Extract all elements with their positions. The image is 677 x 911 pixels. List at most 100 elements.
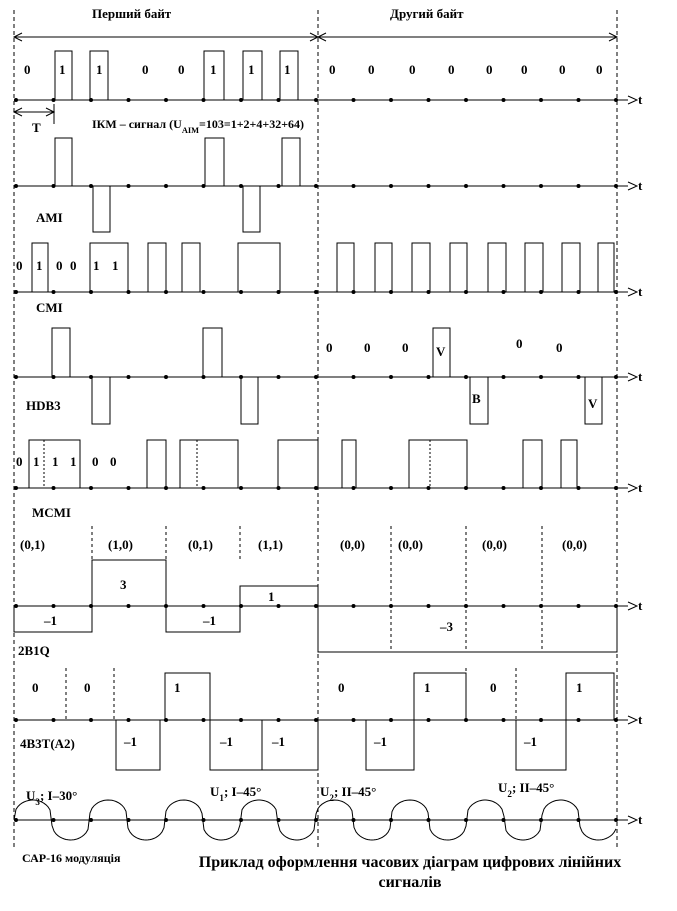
label-period: T	[32, 120, 41, 135]
grid-dot	[51, 604, 56, 608]
grid-dot	[201, 604, 206, 608]
grid-dot	[14, 604, 18, 608]
grid-dot	[426, 98, 431, 102]
cmi-bit: 0	[56, 258, 63, 273]
pcm-pulse	[203, 50, 225, 100]
grid-dot	[89, 486, 93, 490]
pcm-bit: 1	[59, 62, 66, 77]
grid-dot	[126, 604, 131, 608]
hdb3-pulse-pos	[202, 327, 223, 377]
grid-dot	[276, 375, 281, 379]
4b3t-symbol: 0	[84, 680, 91, 695]
grid-dot	[14, 98, 18, 102]
4b3t-neg	[261, 720, 319, 771]
pcm-bit: 1	[284, 62, 291, 77]
pcm-bit: 0	[24, 62, 31, 77]
axis-arrow	[627, 715, 639, 725]
axis-arrow	[627, 815, 639, 825]
grid-dot	[164, 98, 168, 102]
grid-dot	[51, 718, 56, 722]
mcmi-pulse	[277, 439, 319, 488]
grid-dot	[276, 604, 281, 608]
axis-label-t: t	[638, 812, 643, 827]
grid-dot	[51, 290, 56, 294]
grid-dot	[239, 718, 243, 722]
mcmi-bit: 0	[16, 454, 23, 469]
grid-dot	[389, 184, 393, 188]
grid-dot	[89, 718, 93, 722]
grid-dot	[501, 98, 506, 102]
grid-dot	[614, 375, 618, 379]
pcm-bit: 0	[142, 62, 149, 77]
cmi-pulse	[487, 242, 507, 292]
grid-dot	[314, 486, 318, 490]
pcm-bit: 0	[559, 62, 566, 77]
grid-dot	[14, 818, 18, 822]
pcm-bit: 0	[596, 62, 603, 77]
4b3t-neg	[115, 720, 161, 771]
cmi-pulse	[561, 242, 581, 292]
grid-dot	[201, 486, 206, 490]
grid-dot	[539, 290, 543, 294]
mcmi-pulse	[28, 439, 81, 488]
grid-dot	[89, 184, 93, 188]
axis-arrow	[627, 181, 639, 191]
grid-dot	[239, 98, 243, 102]
grid-dot	[389, 375, 393, 379]
2b1q-pair: (0,0)	[482, 537, 507, 552]
grid-dot	[351, 375, 356, 379]
pcm-bit: 0	[178, 62, 185, 77]
4b3t-symbol: 0	[338, 680, 345, 695]
ami-pulse-neg	[92, 186, 111, 233]
cap-symbol-label: U2; ІІ–45°	[498, 780, 554, 799]
pcm-bit: 1	[96, 62, 103, 77]
grid-dot	[576, 818, 581, 822]
mcmi-pulse	[522, 439, 543, 488]
cmi-bit: 0	[16, 258, 23, 273]
hdb3-mark: V	[588, 396, 598, 411]
grid-dot	[539, 98, 543, 102]
axis-label-t: t	[638, 92, 643, 107]
label-2b1q: 2B1Q	[18, 643, 50, 658]
4b3t-symbol: –1	[523, 734, 537, 749]
4b3t-symbol: –1	[123, 734, 137, 749]
grid-dot	[576, 98, 581, 102]
hdb3-pulse-neg	[584, 377, 603, 425]
mcmi-bit: 0	[92, 454, 99, 469]
pcm-bit: 0	[486, 62, 493, 77]
2b1q-level: –1	[43, 613, 57, 628]
axis-arrow	[627, 372, 639, 382]
hdb3-pulse-neg	[240, 377, 259, 425]
4b3t-neg	[209, 720, 263, 771]
pcm-bit: 0	[329, 62, 336, 77]
arrow-right	[608, 32, 619, 42]
period-arrow-left	[12, 107, 23, 117]
hdb3-mark: B	[472, 391, 481, 406]
grid-dot	[426, 486, 431, 490]
label-ami: AMI	[36, 210, 63, 225]
hdb3-mark: 0	[364, 340, 371, 355]
pcm-bit: 0	[409, 62, 416, 77]
label-mcmi: MCMI	[32, 505, 71, 520]
axis-label-t: t	[638, 178, 643, 193]
cmi-pulse	[524, 242, 544, 292]
grid-dot	[314, 98, 318, 102]
pcm-bit: 1	[248, 62, 255, 77]
grid-dot	[614, 290, 618, 294]
grid-dot	[164, 184, 168, 188]
cmi-pulse	[89, 242, 129, 292]
2b1q-pair: (0,0)	[562, 537, 587, 552]
ami-pulse-pos	[204, 137, 225, 186]
axis-label-t: t	[638, 598, 643, 613]
mcmi-pulse	[560, 439, 578, 488]
grid-dot	[464, 184, 468, 188]
4b3t-pos	[565, 672, 615, 720]
grid-dot	[351, 486, 356, 490]
grid-dot	[464, 98, 468, 102]
hdb3-pulse-neg	[469, 377, 489, 425]
hdb3-pulse-neg	[91, 377, 111, 425]
grid-dot	[501, 184, 506, 188]
axis-arrow	[627, 601, 639, 611]
grid-dot	[14, 375, 18, 379]
